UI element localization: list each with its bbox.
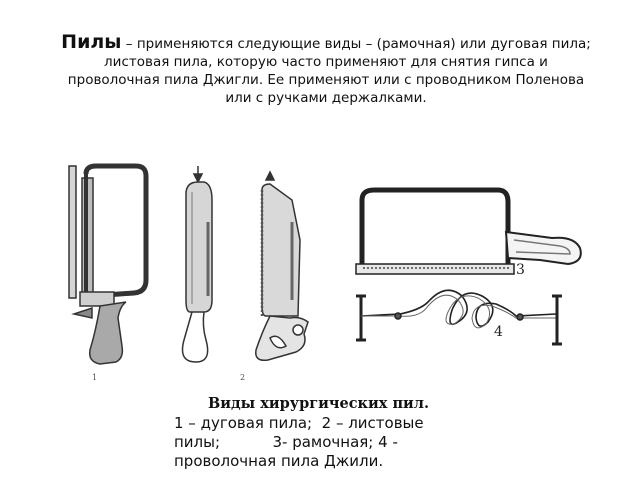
figure-caption: Виды хирургических пил. 1 – дуговая пила…	[174, 394, 504, 471]
figure-label-4: 4	[494, 324, 503, 340]
figure-label-1: 1	[92, 373, 97, 382]
intro-paragraph: Пилы – применяются следующие виды – (рам…	[56, 33, 596, 107]
toothed-leaf-saw-drawing	[255, 170, 309, 362]
figure-label-3: 3	[516, 262, 525, 278]
caption-title: Виды хирургических пил.	[208, 395, 430, 412]
figure-label-2: 2	[240, 373, 245, 382]
leaf-saw-drawing	[181, 166, 213, 363]
intro-text: – применяются следующие виды – (рамочная…	[67, 36, 591, 106]
frame-saw-drawing	[355, 187, 582, 275]
gigli-wire-saw-drawing	[356, 289, 562, 346]
caption-line-1: 1 – дуговая пила; 2 – листовые	[174, 414, 424, 432]
bow-saw-drawing	[68, 163, 149, 365]
caption-line-3: проволочная пила Джили.	[174, 452, 384, 470]
term-heading: Пилы	[61, 31, 122, 53]
caption-line-2: пилы; 3- рамочная; 4 -	[174, 433, 398, 451]
